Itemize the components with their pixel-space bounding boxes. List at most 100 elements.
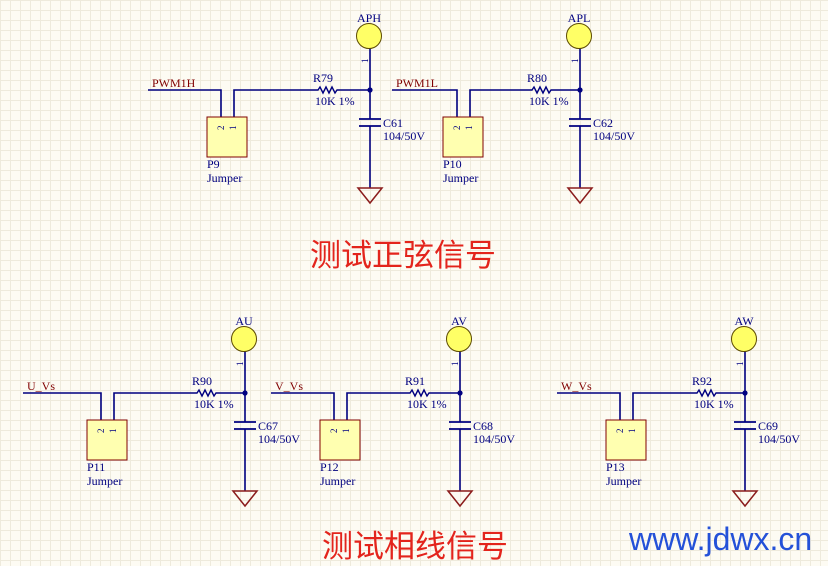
test-point-pin-number: 1	[235, 362, 245, 367]
resistor-symbol	[405, 388, 433, 398]
capacitor-symbol	[234, 421, 256, 430]
jumper-value: Jumper	[606, 474, 641, 488]
input-wire	[557, 392, 621, 420]
test-point	[231, 326, 257, 352]
test-point-pin-number: 1	[360, 59, 370, 64]
resistor-value: 10K 1%	[694, 397, 734, 411]
jumper-to-resistor-wire	[632, 392, 692, 420]
net-label: W_Vs	[561, 379, 592, 393]
jumper-value: Jumper	[87, 474, 122, 488]
net-label: PWM1H	[152, 76, 196, 90]
jumper-body	[86, 419, 128, 461]
capacitor-designator: C69	[758, 419, 778, 433]
jumper-designator: P13	[606, 460, 625, 474]
test-point	[731, 326, 757, 352]
jumper-body	[206, 116, 248, 158]
net-label: PWM1L	[396, 76, 438, 90]
capacitor-designator: C61	[383, 116, 403, 130]
jumper-designator: P11	[87, 460, 105, 474]
resistor-symbol	[692, 388, 720, 398]
test-point-label: APL	[568, 11, 591, 25]
jumper-pin-number: 1	[464, 126, 474, 131]
resistor-designator: R91	[405, 374, 425, 388]
jumper-value: Jumper	[207, 171, 242, 185]
ground-symbol	[446, 490, 474, 508]
jumper-to-resistor-wire	[469, 89, 527, 117]
jumper-pin-number: 1	[108, 429, 118, 434]
jumper-value: Jumper	[320, 474, 355, 488]
resistor-symbol	[313, 85, 341, 95]
jumper-to-resistor-wire	[113, 392, 192, 420]
capacitor-symbol	[449, 421, 471, 430]
capacitor-value: 104/50V	[258, 432, 300, 446]
jumper-pin-number: 2	[615, 429, 625, 434]
resistor-designator: R79	[313, 71, 333, 85]
capacitor-value: 104/50V	[758, 432, 800, 446]
resistor-value: 10K 1%	[407, 397, 447, 411]
phase-test-title: 测试相线信号	[322, 529, 508, 565]
jumper-value: Jumper	[443, 171, 478, 185]
test-point-pin-number: 1	[570, 59, 580, 64]
test-point	[566, 23, 592, 49]
jumper-body	[605, 419, 647, 461]
net-label: V_Vs	[275, 379, 303, 393]
net-label: U_Vs	[27, 379, 55, 393]
capacitor-symbol	[359, 118, 381, 127]
resistor-value: 10K 1%	[529, 94, 569, 108]
capacitor-designator: C62	[593, 116, 613, 130]
input-wire	[23, 392, 102, 420]
test-point-pin-number: 1	[735, 362, 745, 367]
test-point-label: APH	[357, 11, 381, 25]
jumper-pin-number: 1	[627, 429, 637, 434]
jumper-designator: P9	[207, 157, 220, 171]
jumper-pin-number: 2	[452, 126, 462, 131]
jumper-body	[442, 116, 484, 158]
jumper-pin-number: 2	[216, 126, 226, 131]
resistor-symbol	[192, 388, 220, 398]
jumper-designator: P12	[320, 460, 339, 474]
input-wire	[271, 392, 335, 420]
resistor-designator: R92	[692, 374, 712, 388]
input-wire	[148, 89, 222, 117]
junction-dot	[367, 87, 373, 93]
capacitor-symbol	[734, 421, 756, 430]
test-point-pin-number: 1	[450, 362, 460, 367]
jumper-body	[319, 419, 361, 461]
resistor-designator: R90	[192, 374, 212, 388]
capacitor-designator: C68	[473, 419, 493, 433]
jumper-pin-number: 1	[228, 126, 238, 131]
ground-symbol	[566, 187, 594, 205]
capacitor-value: 104/50V	[473, 432, 515, 446]
jumper-designator: P10	[443, 157, 462, 171]
resistor-value: 10K 1%	[194, 397, 234, 411]
capacitor-value: 104/50V	[383, 129, 425, 143]
test-point	[446, 326, 472, 352]
jumper-pin-number: 2	[96, 429, 106, 434]
test-point	[356, 23, 382, 49]
watermark: www.jdwx.cn	[628, 521, 812, 557]
capacitor-symbol	[569, 118, 591, 127]
junction-dot	[577, 87, 583, 93]
capacitor-value: 104/50V	[593, 129, 635, 143]
resistor-designator: R80	[527, 71, 547, 85]
jumper-pin-number: 1	[341, 429, 351, 434]
input-wire	[392, 89, 458, 117]
test-point-label: AW	[734, 314, 754, 328]
jumper-pin-number: 2	[329, 429, 339, 434]
test-point-label: AV	[451, 314, 467, 328]
junction-dot	[457, 390, 463, 396]
resistor-symbol	[527, 85, 555, 95]
jumper-to-resistor-wire	[346, 392, 405, 420]
sine-test-title: 测试正弦信号	[310, 238, 496, 274]
resistor-value: 10K 1%	[315, 94, 355, 108]
ground-symbol	[231, 490, 259, 508]
